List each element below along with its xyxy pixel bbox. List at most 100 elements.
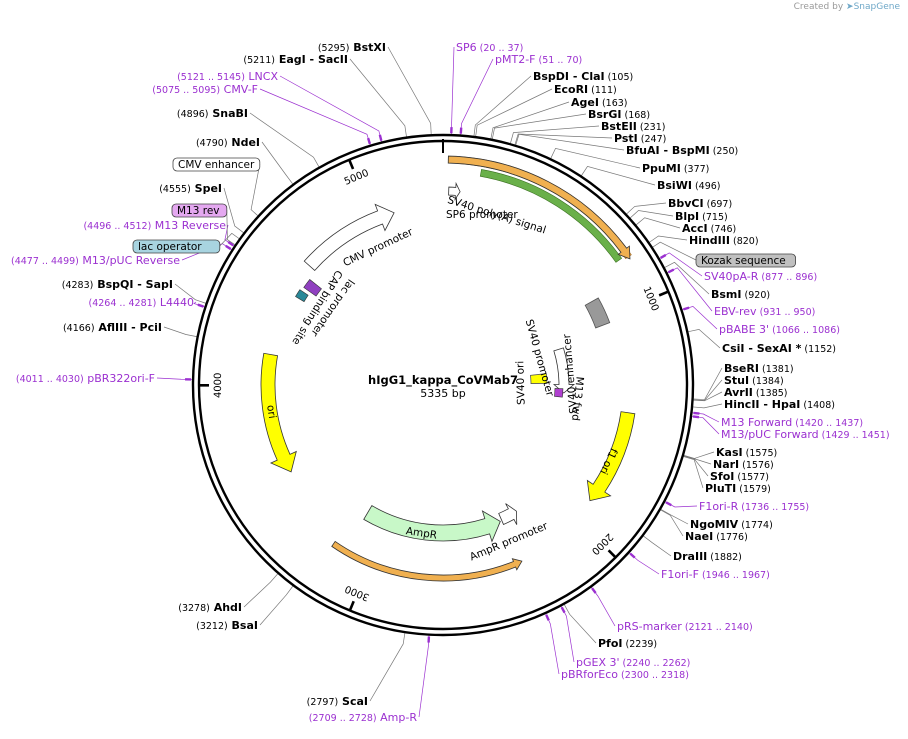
enzyme-bfuai[interactable]: BfuAI - BspMI (250) xyxy=(626,144,738,157)
labels: (5295) BstXI(5211) EagI - SacII (5121 .. … xyxy=(11,41,890,724)
enzyme-bstxi[interactable]: (5295) BstXI xyxy=(318,41,386,54)
box-m13-rev[interactable] xyxy=(171,203,228,218)
plasmid-name: hIgG1_kappa_CoVMab7 xyxy=(368,373,518,388)
enzyme-agei[interactable]: AgeI (163) xyxy=(571,96,628,109)
leader-afliii xyxy=(163,326,197,337)
enzyme-avrii[interactable]: AvrII (1385) xyxy=(724,386,788,399)
primer-l4440[interactable]: (4264 .. 4281) L4440 xyxy=(89,296,194,309)
primer-f1ori-f[interactable]: F1ori-F (1946 .. 1967) xyxy=(661,568,770,581)
leader-pfoi xyxy=(564,604,597,644)
primer-pbr322ori-f[interactable]: (4011 .. 4030) pBR322ori-F xyxy=(16,372,155,385)
primer-amp-r[interactable]: (2709 .. 2728) Amp-R xyxy=(309,711,418,724)
enzyme-bsrgi[interactable]: BsrGI (168) xyxy=(588,108,650,121)
leader-bsiwi xyxy=(581,166,656,186)
enzyme-sfoi[interactable]: SfoI (1577) xyxy=(710,470,769,483)
enzyme-kasi[interactable]: KasI (1575) xyxy=(716,446,777,459)
lac-operator-box xyxy=(303,279,322,297)
primer-mark-ebv-rev xyxy=(667,268,675,274)
primer-prs-marker[interactable]: pRS-marker (2121 .. 2140) xyxy=(617,620,753,633)
primer-pgex-3[interactable]: pGEX 3' (2240 .. 2262) xyxy=(576,656,690,669)
enzyme-bsiwi[interactable]: BsiWI (496) xyxy=(657,179,721,192)
leader-ppumi xyxy=(550,147,641,169)
leader-bsai xyxy=(259,585,294,626)
primer-mark-f1ori-f xyxy=(629,552,636,559)
enzyme-scai[interactable]: (2797) ScaI xyxy=(307,695,368,708)
primer-m13-puc-forward[interactable]: M13/pUC Forward (1429 .. 1451) xyxy=(721,428,890,441)
leader-m13-puc-forward xyxy=(691,415,720,435)
primer-mark-pgex-3 xyxy=(560,606,566,614)
box-label-kozak-sequence: Kozak sequence xyxy=(701,255,786,267)
ori-arrow xyxy=(260,352,297,473)
enzyme-stui[interactable]: StuI (1384) xyxy=(724,374,784,387)
leader-bsrgi xyxy=(491,113,587,139)
enzyme-ngomiv[interactable]: NgoMIV (1774) xyxy=(690,518,773,531)
primer-pbabe-3[interactable]: pBABE 3' (1066 .. 1086) xyxy=(719,323,840,336)
enzyme-bspqi[interactable]: (4283) BspQI - SapI xyxy=(62,278,173,291)
primer-m13-forward[interactable]: M13 Forward (1420 .. 1437) xyxy=(721,416,863,429)
enzyme-blpi[interactable]: BlpI (715) xyxy=(675,210,728,223)
primer-f1ori-r[interactable]: F1ori-R (1736 .. 1755) xyxy=(699,500,809,513)
leader-spei xyxy=(223,187,244,233)
enzyme-pfoi[interactable]: PfoI (2239) xyxy=(598,637,657,650)
leader-bspqi xyxy=(174,283,206,304)
primer-mark-m13-puc-reverse xyxy=(225,244,232,251)
primer-pmt2-f[interactable]: pMT2-F (51 .. 70) xyxy=(495,53,582,66)
box-cmv-enhancer[interactable] xyxy=(172,157,261,172)
enzyme-spei[interactable]: (4555) SpeI xyxy=(159,182,222,195)
enzyme-hincii[interactable]: HincII - HpaI (1408) xyxy=(724,398,835,411)
primer-sv40pa-r[interactable]: SV40pA-R (877 .. 896) xyxy=(704,270,817,283)
enzyme-pluti[interactable]: PluTI (1579) xyxy=(705,482,771,495)
leader-m13-rev xyxy=(226,209,236,245)
primer-m13-puc-reverse[interactable]: (4477 .. 4499) M13/pUC Reverse xyxy=(11,254,180,267)
leader-pluti xyxy=(683,456,704,489)
sp6-promoter-arrow xyxy=(448,181,461,201)
enzyme-bspdi[interactable]: BspDI - ClaI (105) xyxy=(533,70,633,83)
label-sv40-ori: SV40 ori xyxy=(514,361,527,406)
backbone-outer-ring xyxy=(191,133,695,637)
leader-hincii xyxy=(693,403,723,409)
enzyme-nari[interactable]: NarI (1576) xyxy=(713,458,774,471)
enzyme-naei[interactable]: NaeI (1776) xyxy=(685,530,748,543)
snapgene-credit: Created by ➤SnapGene xyxy=(793,2,900,12)
primer-pbrforeco[interactable]: pBRforEco (2300 .. 2318) xyxy=(561,668,689,681)
leader-ahdi xyxy=(243,573,278,608)
enzyme-ndei[interactable]: (4790) NdeI xyxy=(196,136,260,149)
enzyme-hindiii[interactable]: HindIII (820) xyxy=(689,234,759,247)
enzyme-eagi[interactable]: (5211) EagI - SacII xyxy=(243,53,348,66)
box-kozak-sequence[interactable] xyxy=(695,253,796,268)
enzyme-draiii[interactable]: DraIII (1882) xyxy=(673,550,742,563)
leader-stui xyxy=(693,379,723,401)
orf-green-top xyxy=(479,169,623,263)
tick-mark-1000 xyxy=(658,290,669,297)
primer-m13-reverse[interactable]: (4496 .. 4512) M13 Reverse xyxy=(83,219,226,232)
enzyme-snabi[interactable]: (4896) SnaBI xyxy=(177,107,248,120)
enzyme-ppumi[interactable]: PpuMI (377) xyxy=(642,162,709,175)
primer-sp6[interactable]: SP6 (20 .. 37) xyxy=(456,41,523,54)
tick-label-4000: 4000 xyxy=(213,373,224,398)
box-label-m13-rev: M13 rev xyxy=(177,205,220,217)
enzyme-psti[interactable]: PstI (247) xyxy=(614,132,666,145)
enzyme-bsteii[interactable]: BstEII (231) xyxy=(601,120,665,133)
enzyme-bsai[interactable]: (3212) BsaI xyxy=(196,619,258,632)
primer-mark-sv40pa-r xyxy=(660,253,667,259)
enzyme-afliii[interactable]: (4166) AflIII - PciI xyxy=(63,321,162,334)
enzyme-acci[interactable]: AccI (746) xyxy=(682,222,736,235)
primer-mark-cmv-f xyxy=(366,137,372,145)
enzyme-bseri[interactable]: BseRI (1381) xyxy=(724,362,794,375)
enzyme-ecori[interactable]: EcoRI (111) xyxy=(554,83,617,96)
enzyme-bsmi[interactable]: BsmI (920) xyxy=(711,288,770,301)
cmv-promoter-arrow xyxy=(303,203,395,272)
cap-binding-box xyxy=(295,289,309,303)
primer-lncx[interactable]: (5121 .. 5145) LNCX xyxy=(177,70,278,83)
enzyme-csii[interactable]: CsiI - SexAI * (1152) xyxy=(722,342,836,355)
enzyme-bbvci[interactable]: BbvCI (697) xyxy=(668,197,732,210)
f1-ori-arrow xyxy=(586,411,636,502)
leader-bfuai xyxy=(515,133,625,151)
tick-label-1000: 1000 xyxy=(640,285,660,313)
leader-cmv-enhancer xyxy=(250,163,261,216)
enzyme-ahdi[interactable]: (3278) AhdI xyxy=(178,601,242,614)
leader-ndei xyxy=(261,141,294,185)
primer-cmv-f[interactable]: (5075 .. 5095) CMV-F xyxy=(152,83,258,96)
primer-ebv-rev[interactable]: EBV-rev (931 .. 950) xyxy=(714,305,815,318)
box-lac-operator[interactable] xyxy=(132,239,221,254)
